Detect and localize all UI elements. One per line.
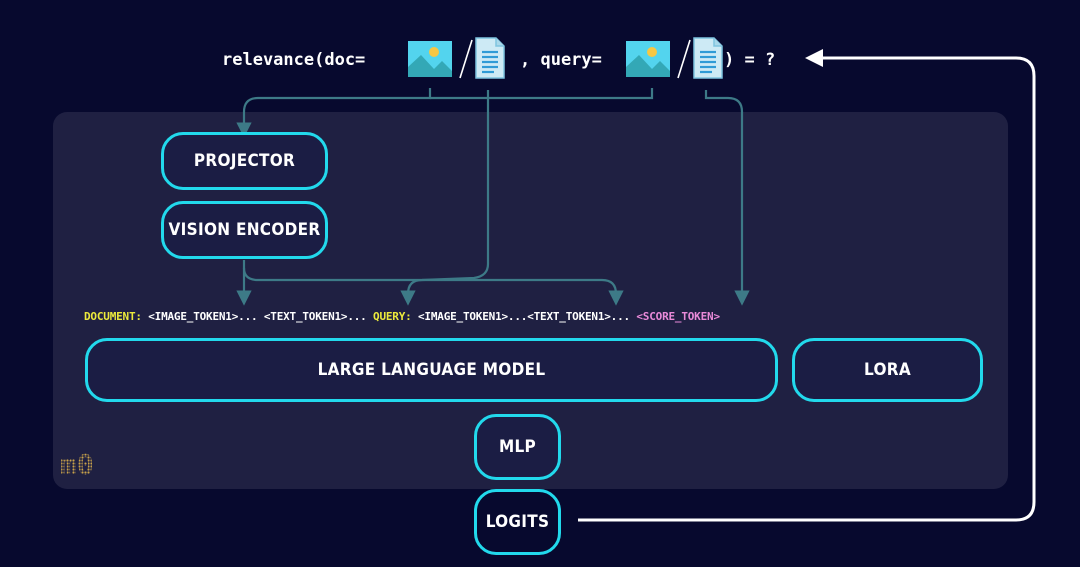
wire-query-image: [430, 88, 654, 100]
m0-logo: m0: [60, 450, 94, 478]
token-doc-text: <TEXT_TOKEN1>...: [263, 309, 374, 323]
token-score: <SCORE_TOKEN>: [636, 309, 720, 323]
token-query-text: <TEXT_TOKEN1>...: [527, 309, 637, 323]
token-query-image: <IMAGE_TOKEN1>...: [411, 309, 528, 323]
image-icon: [626, 41, 670, 77]
image-icon: [408, 41, 452, 77]
token-doc-image: <IMAGE_TOKEN1>...: [141, 309, 264, 323]
llm-box: LARGE LANGUAGE MODEL: [85, 338, 778, 402]
mlp-box: MLP: [474, 414, 561, 480]
document-icon: [475, 37, 505, 79]
vision-encoder-box: VISION ENCODER: [161, 201, 328, 259]
formula-suffix: ) = ?: [724, 50, 776, 70]
logits-box: LOGITS: [474, 489, 561, 555]
formula-middle: , query=: [520, 50, 602, 70]
token-query-label: QUERY:: [373, 309, 412, 323]
token-document-label: DOCUMENT:: [84, 309, 142, 323]
logo-text: m0: [60, 450, 94, 478]
lora-box: LORA: [792, 338, 983, 402]
slash-icon: [677, 39, 691, 79]
projector-box: PROJECTOR: [161, 132, 328, 190]
slash-icon: [459, 39, 473, 79]
formula-prefix: relevance(doc=: [222, 50, 366, 70]
document-icon: [693, 37, 723, 79]
token-sequence: DOCUMENT: <IMAGE_TOKEN1>... <TEXT_TOKEN1…: [84, 306, 720, 326]
